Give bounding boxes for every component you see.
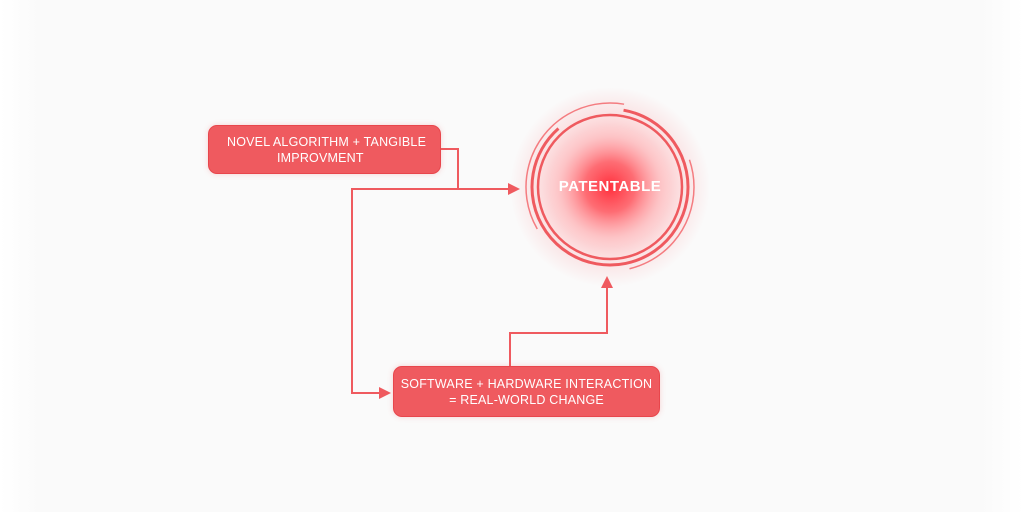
node-novel-algorithm: NOVEL ALGORITHM + TANGIBLE IMPROVMENT (208, 125, 441, 174)
connector-top-to-target (441, 148, 512, 190)
arrowhead-bottom-to-target (601, 276, 613, 288)
connector-loop-to-bottom (351, 188, 458, 394)
arrowhead-loop-to-bottom (379, 387, 391, 399)
target-label: PATENTABLE (558, 178, 662, 195)
node-software-hardware-line1: SOFTWARE + HARDWARE INTERACTION (400, 376, 653, 391)
node-novel-algorithm-line2: IMPROVMENT (277, 150, 364, 165)
arrowhead-top-to-target (508, 183, 520, 195)
connector-bottom-to-target (509, 284, 608, 366)
node-software-hardware-line2: = REAL-WORLD CHANGE (449, 392, 604, 407)
node-software-hardware: SOFTWARE + HARDWARE INTERACTION = REAL-W… (393, 366, 660, 417)
node-novel-algorithm-line1: NOVEL ALGORITHM + TANGIBLE (227, 134, 427, 149)
